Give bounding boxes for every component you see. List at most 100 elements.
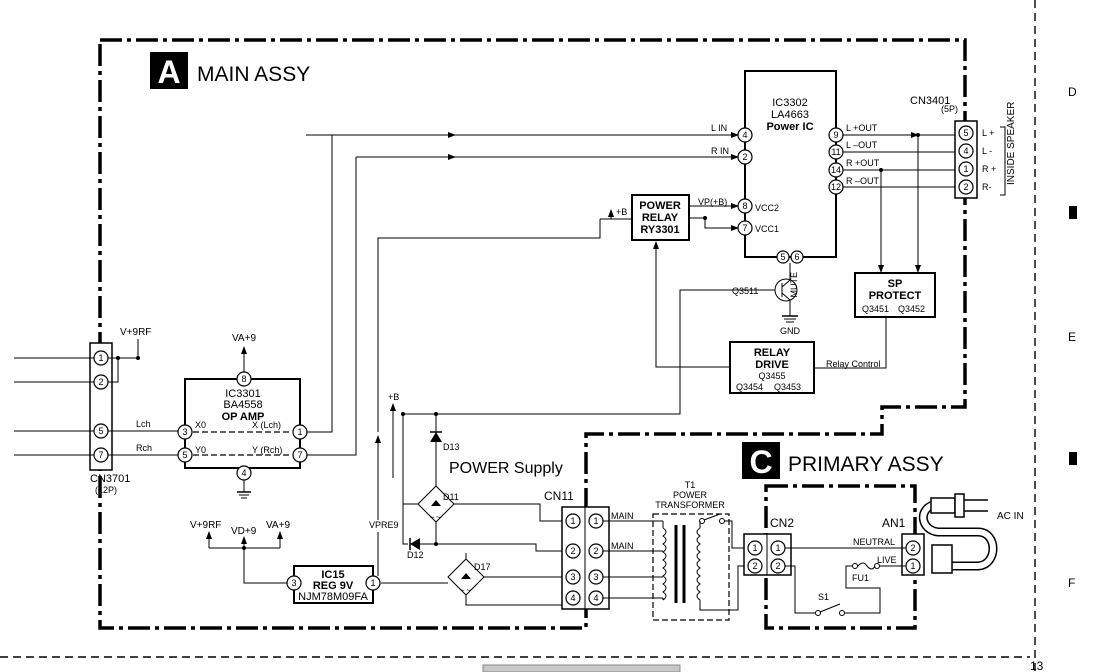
ic3302-vcc2-label: VCC2 bbox=[755, 203, 779, 213]
power-supply-label: POWER Supply bbox=[449, 460, 563, 477]
cn2-pin-1b-num: 1 bbox=[775, 543, 780, 553]
bottom-tab bbox=[482, 664, 681, 672]
cn11-ref: CN11 bbox=[544, 489, 574, 503]
neutral-label: NEUTRAL bbox=[853, 537, 895, 547]
q3511-transistor: GND Q3511 bbox=[732, 263, 801, 336]
inside-speaker-label: INSIDE SPEAKER bbox=[1006, 102, 1017, 185]
ic3302-pin-rin-num: 2 bbox=[742, 152, 747, 162]
ic3301-op-amp: IC3301 BA4558 OP AMP X0 Y0 X (Lch) Y (Rc… bbox=[184, 378, 301, 469]
sp-protect-q1: Q3451 bbox=[862, 304, 889, 314]
grid-marker bbox=[1069, 452, 1077, 465]
cn3701-ref: CN3701 bbox=[90, 473, 130, 485]
primary-assy-letter: C bbox=[749, 444, 772, 480]
cn3701-pin-5-num: 5 bbox=[98, 426, 103, 436]
lout-m-label: L –OUT bbox=[846, 140, 878, 150]
ic15-regulator: IC15 REG 9V NJM78M09FA bbox=[293, 565, 374, 604]
q3511-gnd: GND bbox=[780, 326, 801, 336]
ic3302-pin-mute-a-num: 5 bbox=[780, 252, 785, 262]
cn3701-pin-1-num: 1 bbox=[98, 353, 103, 363]
s1-label: S1 bbox=[818, 592, 829, 602]
ic3301-part: BA4558 bbox=[223, 399, 262, 411]
relay-control-label: Relay Control bbox=[826, 359, 881, 369]
cn11-pin-1a-num: 1 bbox=[570, 516, 575, 526]
d11-label: D11 bbox=[443, 492, 459, 502]
relay-drive-q1: Q3455 bbox=[758, 371, 785, 381]
cn3701-connector: CN3701 (12P) bbox=[89, 342, 130, 495]
t1-power-transformer: T1 POWER TRANSFORMER bbox=[652, 480, 730, 621]
cn3401-pin-3-num: 1 bbox=[963, 164, 968, 174]
cn3401-ref: CN3401 bbox=[910, 95, 950, 107]
ic3301-pin-3-num: 3 bbox=[182, 427, 187, 437]
power-relay-line3: RY3301 bbox=[640, 224, 679, 236]
cn2-pin-1a-num: 1 bbox=[752, 543, 757, 553]
d13-diode: D13 bbox=[430, 428, 460, 486]
t1-line2: TRANSFORMER bbox=[655, 500, 725, 510]
s1-switch: S1 bbox=[815, 592, 845, 616]
ic3301-supply-label: VA+9 bbox=[232, 333, 256, 344]
ic3301-pin-1-num: 1 bbox=[297, 427, 302, 437]
an1-ref: AN1 bbox=[882, 516, 906, 530]
cn3401-pin-2-num: 4 bbox=[963, 146, 968, 156]
grid-letter-d: D bbox=[1068, 85, 1077, 99]
relay-drive-line1: RELAY bbox=[754, 347, 791, 359]
page-number: 13 bbox=[1030, 659, 1044, 672]
sp-protect-line1: SP bbox=[888, 278, 903, 290]
cn3401-pin-4 bbox=[958, 179, 974, 195]
ic3301-yout-label: Y (Rch) bbox=[252, 445, 282, 455]
ic3302-pin-lout-m-num: 11 bbox=[831, 147, 840, 157]
ic3301-ref: IC3301 bbox=[225, 388, 260, 400]
cn2-ref: CN2 bbox=[770, 516, 794, 530]
ic3301-pin-3 bbox=[177, 424, 193, 440]
power-relay-line1: POWER bbox=[639, 200, 681, 212]
cn11-pin-2a-num: 2 bbox=[570, 546, 575, 556]
cn3701-pins-count: (12P) bbox=[95, 485, 117, 495]
svg-text:~: ~ bbox=[430, 513, 435, 522]
cn3701-pin-2-num: 2 bbox=[98, 377, 103, 387]
vp-label: VP(+B) bbox=[698, 197, 727, 207]
cn11-pin-1b-num: 1 bbox=[593, 516, 598, 526]
ic3302-pin-vcc1-num: 7 bbox=[742, 223, 747, 233]
ic3301-pin-7-num: 7 bbox=[297, 450, 302, 460]
ic3302-pin-mute-a bbox=[776, 250, 790, 264]
ic3302-pin-rout-p-num: 14 bbox=[831, 165, 841, 175]
cn3401-label-1: L + bbox=[982, 128, 994, 138]
ac-in-label: AC IN bbox=[997, 511, 1024, 522]
relay-drive-block: RELAY DRIVE Q3455 Q3454 Q3453 bbox=[729, 341, 815, 394]
svg-text:~: ~ bbox=[460, 586, 465, 595]
lin-label: L IN bbox=[711, 123, 727, 133]
ic3301-x0-label: X0 bbox=[195, 420, 206, 430]
cn11-pin-2a bbox=[565, 543, 581, 559]
ic3301-y0-label: Y0 bbox=[195, 445, 206, 455]
ic15-vd9-label: VD+9 bbox=[231, 526, 257, 537]
grid-letter-f: F bbox=[1068, 576, 1075, 590]
ic3302-pin-mute-b-num: 6 bbox=[794, 252, 799, 262]
rout-m-label: R –OUT bbox=[846, 176, 880, 186]
cn11-pin-3a-num: 3 bbox=[570, 572, 575, 582]
ic15-v9rf-label: V+9RF bbox=[190, 520, 221, 531]
sp-protect-block: SP PROTECT Q3451 Q3452 bbox=[854, 272, 936, 318]
ic3302-mute-label: MUTE bbox=[789, 272, 799, 298]
lout-p-label: L +OUT bbox=[846, 123, 878, 133]
vpre9-label: VPRE9 bbox=[369, 520, 399, 530]
ic15-part: NJM78M09FA bbox=[298, 591, 368, 603]
ic15-pin-1-num: 1 bbox=[370, 578, 375, 588]
cn3401-pin-1-num: 5 bbox=[963, 128, 968, 138]
cn2-pin-2a bbox=[747, 558, 763, 574]
ic3301-pin-8 bbox=[236, 371, 252, 387]
d12-diode: D12 bbox=[407, 538, 436, 560]
ic3302-pin-vcc2-num: 8 bbox=[742, 201, 747, 211]
ic3301-name: OP AMP bbox=[222, 411, 265, 423]
power-relay-line2: RELAY bbox=[642, 212, 679, 224]
cn3401-pin-2 bbox=[958, 143, 974, 159]
q3511-ref: Q3511 bbox=[732, 286, 758, 296]
ic3302-part: LA4663 bbox=[771, 109, 809, 121]
cn11-pin-3a bbox=[565, 569, 581, 585]
ic3302-ref: IC3302 bbox=[772, 97, 807, 109]
main-assy-badge bbox=[150, 52, 188, 89]
d13-label: D13 bbox=[443, 442, 460, 452]
cn11-main1: MAIN bbox=[611, 511, 634, 521]
svg-text:~: ~ bbox=[466, 586, 471, 595]
cn11-pin-4b-num: 4 bbox=[593, 593, 598, 603]
primary-assy-badge bbox=[742, 442, 780, 479]
cn3401-pin-3 bbox=[958, 161, 974, 177]
